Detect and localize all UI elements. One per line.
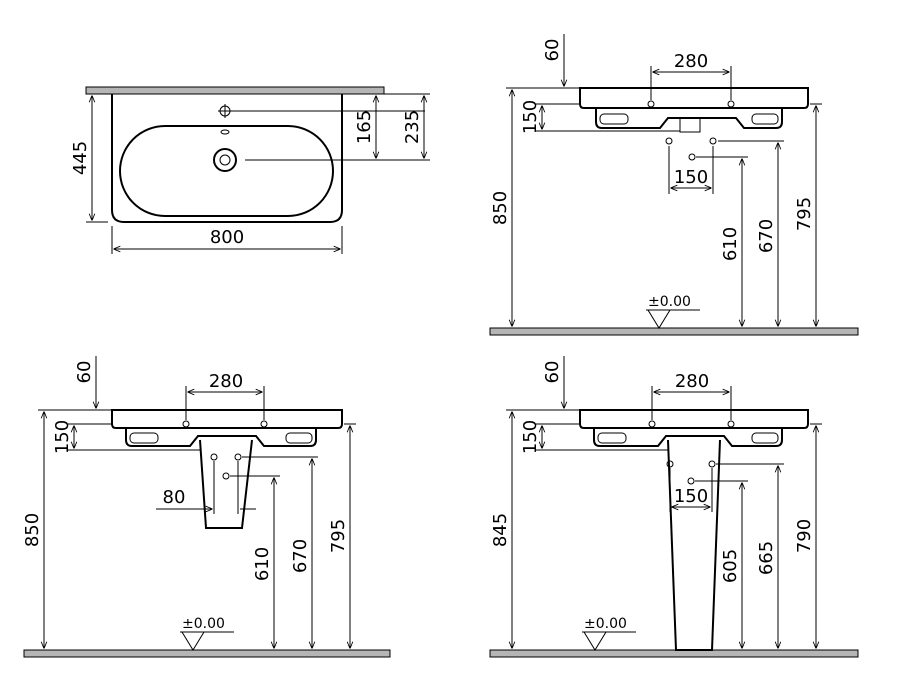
dim-top-offset: 60: [542, 361, 563, 384]
dim-height-total: 850: [22, 513, 43, 547]
dim-width: 800: [210, 227, 244, 248]
dim-bracket-spacing: 280: [675, 371, 709, 392]
floor-strip: [23, 649, 391, 658]
basin-outline-top: [111, 94, 343, 223]
dim-h-610: 610: [252, 547, 273, 581]
dim-h-790: 790: [794, 519, 815, 553]
dim-drain-spacing: 80: [163, 487, 186, 508]
basin-rim: [111, 409, 343, 429]
dim-h-605: 605: [720, 549, 741, 583]
floor-level-marker: [583, 631, 607, 651]
basin-rim: [579, 87, 809, 109]
basin-rim: [579, 409, 809, 429]
dim-h-670: 670: [756, 219, 777, 253]
trap-stub: [679, 117, 701, 133]
floor-level-label: ±0.00: [648, 294, 691, 310]
basin-underside: [125, 428, 317, 447]
floor-strip: [489, 649, 859, 658]
bracket-left: [599, 113, 629, 125]
dim-tap-hole: 235: [402, 110, 423, 144]
overflow-hole: [220, 129, 230, 135]
dim-thickness: 150: [520, 100, 541, 134]
dim-h-795: 795: [794, 197, 815, 231]
floor-level-marker: [647, 309, 671, 329]
side-view-wall-hung: 280 60 150 850 150 610 670 795 ±0.00: [489, 34, 859, 336]
drain-outer: [213, 148, 237, 172]
dim-top-offset: 60: [74, 361, 95, 384]
dim-drain-spacing: 150: [674, 486, 708, 507]
bracket-right: [285, 432, 313, 444]
dim-bracket-spacing: 280: [209, 371, 243, 392]
wall-strip: [85, 86, 385, 95]
basin-underside: [595, 108, 783, 129]
dim-height-total: 850: [490, 191, 511, 225]
floor-strip: [489, 327, 859, 336]
inner-bowl: [119, 125, 334, 217]
floor-level-label: ±0.00: [182, 616, 225, 632]
dim-top-offset: 60: [542, 39, 563, 62]
side-view-full-pedestal: 280 60 150 845 150 605 665 790 ±0.00: [489, 356, 859, 658]
dim-h-670: 670: [290, 539, 311, 573]
floor-level-marker: [181, 631, 205, 651]
bracket-left: [597, 432, 627, 444]
dim-height-total: 845: [490, 513, 511, 547]
floor-level-label: ±0.00: [584, 616, 627, 632]
drain-inner: [219, 154, 231, 166]
dim-thickness: 150: [52, 420, 73, 454]
dim-drain: 165: [354, 110, 375, 144]
dim-drain-spacing: 150: [674, 167, 708, 188]
full-pedestal: [667, 439, 721, 651]
bracket-right: [751, 432, 779, 444]
half-pedestal: [199, 439, 253, 529]
dim-h-610: 610: [720, 227, 741, 261]
dim-bracket-spacing: 280: [674, 51, 708, 72]
dim-h-795: 795: [328, 519, 349, 553]
side-view-half-pedestal: 280 60 150 850 80 610 670 795 ±0.00: [22, 356, 391, 658]
dim-h-665: 665: [756, 541, 777, 575]
basin-underside: [593, 428, 783, 447]
dim-depth: 445: [70, 141, 91, 175]
bracket-left: [129, 432, 159, 444]
dim-thickness: 150: [520, 420, 541, 454]
top-view: 800 445 165 235: [70, 86, 430, 254]
bracket-right: [751, 113, 779, 125]
